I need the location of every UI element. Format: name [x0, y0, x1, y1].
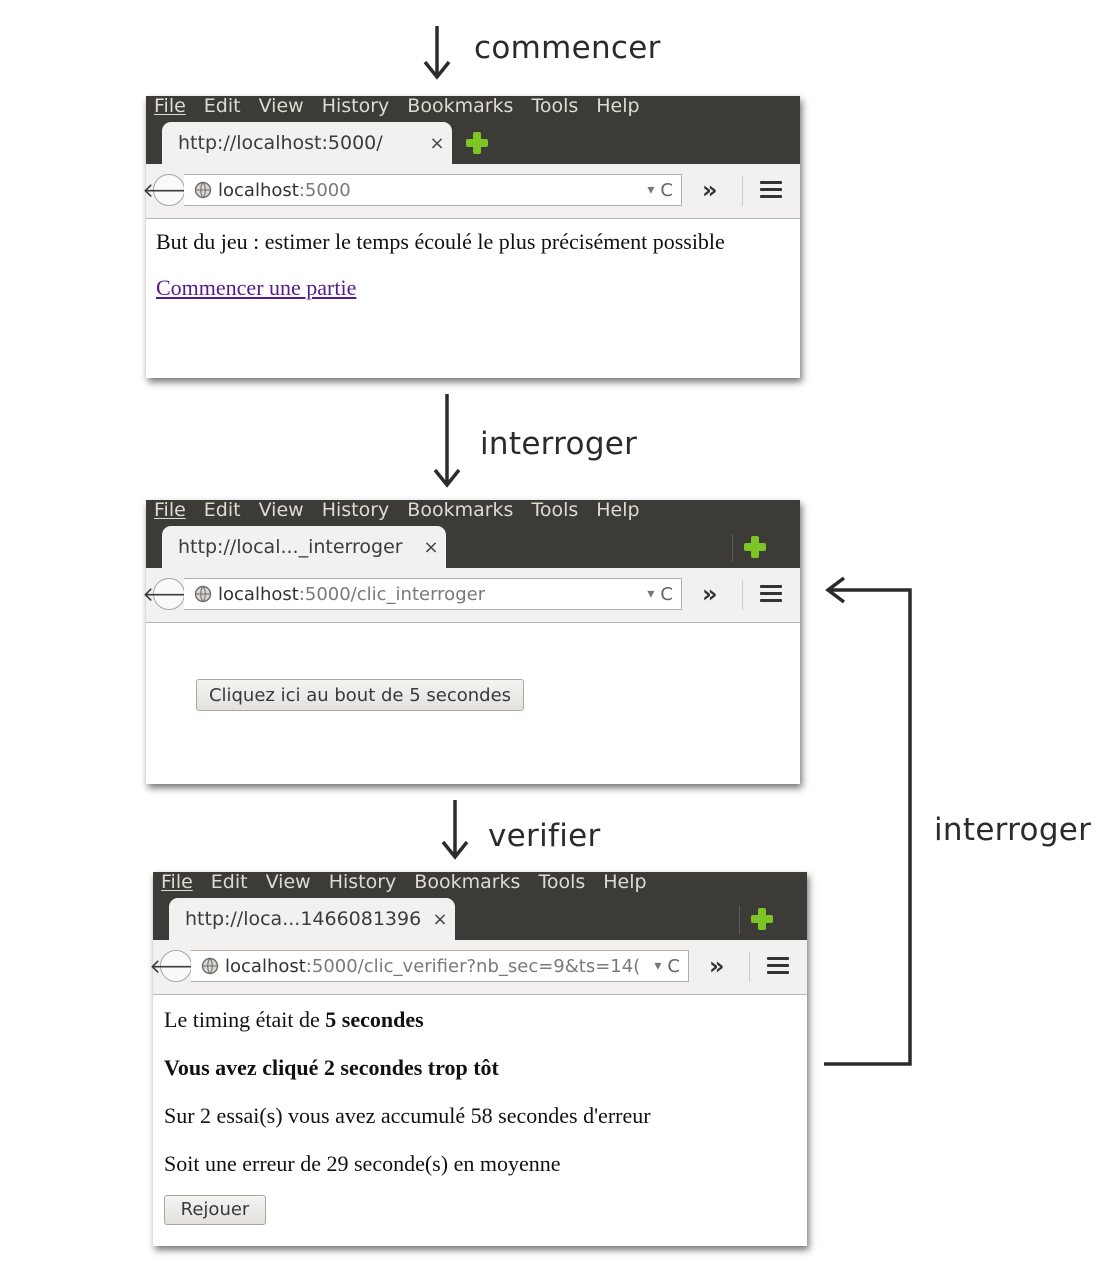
- window-titlebar: File Edit View History Bookmarks Tools H…: [146, 96, 800, 164]
- browser-window-home: File Edit View History Bookmarks Tools H…: [142, 96, 800, 378]
- result-heading: Vous avez cliqué 2 secondes trop tôt: [164, 1055, 499, 1080]
- url-path: :5000/clic_verifier?nb_sec=9&ts=14(: [305, 955, 641, 977]
- timing-prefix: Le timing était de: [164, 1007, 326, 1032]
- menu-edit[interactable]: Edit: [203, 499, 241, 521]
- timing-value: 5 secondes: [325, 1007, 424, 1032]
- globe-icon: [194, 585, 212, 603]
- navigation-bar: 🡐 localhost :5000/clic_interroger ▾ C »: [142, 568, 800, 623]
- down-arrow-verifier: [441, 800, 469, 860]
- globe-icon: [194, 181, 212, 199]
- tab-ask[interactable]: http://local..._interroger ×: [162, 526, 446, 568]
- down-arrow-interroger: [433, 394, 461, 488]
- url-host: localhost: [225, 955, 306, 977]
- window-titlebar: File Edit View History Bookmarks Tools H…: [153, 872, 807, 940]
- close-icon[interactable]: ×: [423, 536, 439, 558]
- back-arrow-icon[interactable]: 🡐: [149, 950, 203, 982]
- new-tab-plus-icon[interactable]: [744, 536, 766, 558]
- overflow-chevron-icon[interactable]: »: [702, 176, 718, 204]
- page-content: But du jeu : estimer le temps écoulé le …: [146, 219, 800, 301]
- menu-file[interactable]: File: [154, 499, 186, 521]
- toolbar-divider: [742, 176, 743, 206]
- menu-tools[interactable]: Tools: [538, 871, 586, 893]
- menu-edit[interactable]: Edit: [210, 871, 248, 893]
- url-host: localhost: [218, 583, 299, 605]
- flow-label-interroger: interroger: [480, 426, 638, 462]
- menu-history[interactable]: History: [321, 499, 390, 521]
- average-error-text: Soit une erreur de 29 seconde(s) en moye…: [164, 1151, 561, 1176]
- url-host: localhost: [218, 179, 299, 201]
- menu-file[interactable]: File: [161, 871, 193, 893]
- tabbar-divider: [739, 906, 740, 934]
- new-tab-plus-icon[interactable]: [466, 132, 488, 154]
- menu-file[interactable]: File: [154, 95, 186, 117]
- menu-edit[interactable]: Edit: [203, 95, 241, 117]
- reload-icon[interactable]: C: [667, 955, 680, 977]
- hamburger-menu-icon[interactable]: [760, 181, 782, 199]
- replay-button[interactable]: Rejouer: [164, 1195, 266, 1225]
- dropdown-arrow-icon[interactable]: ▾: [654, 958, 662, 974]
- click-after-5-seconds-button[interactable]: Cliquez ici au bout de 5 secondes: [196, 679, 524, 711]
- page-content: Le timing était de 5 secondes Vous avez …: [153, 995, 807, 1225]
- loop-back-arrow: [824, 576, 912, 1066]
- menu-history[interactable]: History: [328, 871, 397, 893]
- new-tab-plus-icon[interactable]: [751, 908, 773, 930]
- tab-title: http://loca...1466081396: [185, 908, 422, 930]
- tabbar-divider: [732, 534, 733, 562]
- down-arrow-commencer: [423, 26, 451, 80]
- overflow-chevron-icon[interactable]: »: [702, 580, 718, 608]
- flow-label-commencer: commencer: [474, 30, 661, 66]
- menu-bar: File Edit View History Bookmarks Tools H…: [154, 96, 658, 118]
- close-icon[interactable]: ×: [429, 132, 445, 154]
- hamburger-menu-icon[interactable]: [767, 957, 789, 975]
- dropdown-arrow-icon[interactable]: ▾: [647, 586, 655, 602]
- error-summary-text: Sur 2 essai(s) vous avez accumulé 58 sec…: [164, 1103, 651, 1128]
- menu-bookmarks[interactable]: Bookmarks: [407, 95, 514, 117]
- start-game-link[interactable]: Commencer une partie: [156, 275, 357, 300]
- flow-label-verifier: verifier: [488, 818, 601, 854]
- url-bar[interactable]: localhost :5000/clic_verifier?nb_sec=9&t…: [191, 950, 689, 982]
- menu-help[interactable]: Help: [596, 499, 640, 521]
- menu-help[interactable]: Help: [603, 871, 647, 893]
- menu-bar: File Edit View History Bookmarks Tools H…: [161, 872, 665, 894]
- url-path: :5000: [298, 179, 351, 201]
- menu-bookmarks[interactable]: Bookmarks: [407, 499, 514, 521]
- back-arrow-icon[interactable]: 🡐: [142, 174, 196, 206]
- menu-tools[interactable]: Tools: [531, 499, 579, 521]
- close-icon[interactable]: ×: [432, 908, 448, 930]
- browser-window-ask: File Edit View History Bookmarks Tools H…: [142, 500, 800, 784]
- hamburger-menu-icon[interactable]: [760, 585, 782, 603]
- overflow-chevron-icon[interactable]: »: [709, 952, 725, 980]
- window-titlebar: File Edit View History Bookmarks Tools H…: [146, 500, 800, 568]
- browser-window-check: File Edit View History Bookmarks Tools H…: [149, 872, 807, 1246]
- game-goal-text: But du jeu : estimer le temps écoulé le …: [156, 229, 725, 254]
- timing-text: Le timing était de 5 secondes: [164, 1007, 797, 1033]
- menu-view[interactable]: View: [258, 499, 304, 521]
- globe-icon: [201, 957, 219, 975]
- navigation-bar: 🡐 localhost :5000 ▾ C »: [142, 164, 800, 219]
- tab-home[interactable]: http://localhost:5000/ ×: [162, 122, 452, 164]
- url-bar[interactable]: localhost :5000/clic_interroger ▾ C: [184, 578, 682, 610]
- menu-bar: File Edit View History Bookmarks Tools H…: [154, 500, 658, 522]
- reload-icon[interactable]: C: [660, 179, 673, 201]
- menu-view[interactable]: View: [258, 95, 304, 117]
- navigation-bar: 🡐 localhost :5000/clic_verifier?nb_sec=9…: [149, 940, 807, 995]
- menu-tools[interactable]: Tools: [531, 95, 579, 117]
- dropdown-arrow-icon[interactable]: ▾: [647, 182, 655, 198]
- menu-help[interactable]: Help: [596, 95, 640, 117]
- menu-history[interactable]: History: [321, 95, 390, 117]
- tab-title: http://localhost:5000/: [178, 132, 383, 154]
- url-path: :5000/clic_interroger: [298, 583, 486, 605]
- tab-title: http://local..._interroger: [178, 536, 403, 558]
- back-arrow-icon[interactable]: 🡐: [142, 578, 196, 610]
- flow-label-loop-interroger: interroger: [934, 812, 1092, 848]
- menu-view[interactable]: View: [265, 871, 311, 893]
- page-content: Cliquez ici au bout de 5 secondes: [146, 623, 800, 783]
- menu-bookmarks[interactable]: Bookmarks: [414, 871, 521, 893]
- reload-icon[interactable]: C: [660, 583, 673, 605]
- toolbar-divider: [749, 952, 750, 982]
- tab-check[interactable]: http://loca...1466081396 ×: [169, 898, 455, 940]
- url-bar[interactable]: localhost :5000 ▾ C: [184, 174, 682, 206]
- toolbar-divider: [742, 580, 743, 610]
